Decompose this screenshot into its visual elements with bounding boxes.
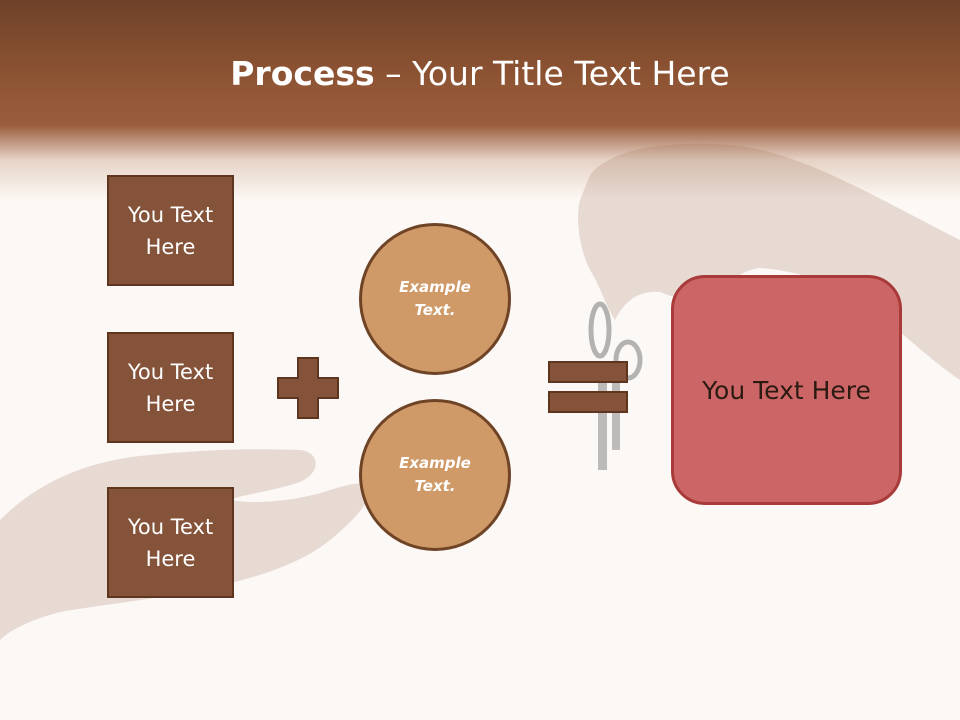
page-title: Process – Your Title Text Here (0, 52, 960, 96)
key-blade-image-2 (612, 378, 620, 450)
title-bold: Process (230, 54, 375, 93)
equals-icon (548, 361, 628, 413)
key-blade-image (598, 380, 607, 470)
input-box-3: You Text Here (107, 487, 234, 598)
input-box-1: You Text Here (107, 175, 234, 286)
input-box-2: You Text Here (107, 332, 234, 443)
key-ring-image (588, 301, 612, 359)
title-banner (0, 0, 960, 200)
plus-icon (277, 357, 339, 419)
result-box: You Text Here (671, 275, 902, 505)
upper-hand-image (578, 143, 960, 380)
title-rest: – Your Title Text Here (374, 54, 730, 93)
